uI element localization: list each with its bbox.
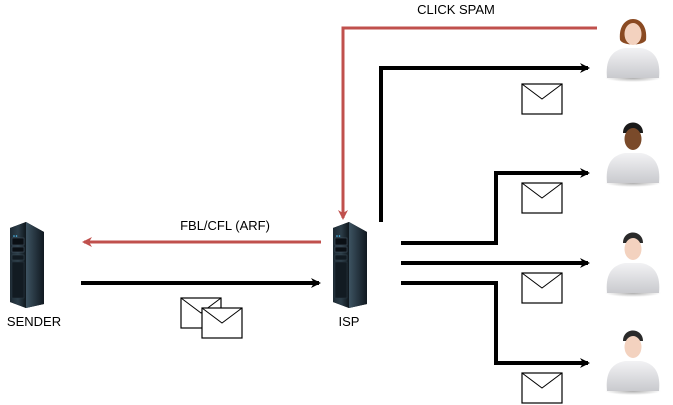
recipient-node[interactable]	[605, 330, 661, 396]
server-tower-icon	[332, 221, 368, 309]
delivery-line	[401, 281, 590, 368]
user-male-icon	[605, 330, 661, 395]
envelope-icon	[521, 372, 563, 404]
isp-to-recipient-3-edge	[401, 258, 590, 304]
envelope-icon	[521, 272, 563, 304]
fbl-edge: FBL/CFL (ARF)	[82, 218, 321, 247]
recipient-node[interactable]	[605, 232, 661, 298]
isp-to-recipient-2-edge	[401, 168, 590, 245]
recipient-node[interactable]	[605, 122, 661, 188]
user-male-icon	[605, 232, 661, 297]
envelope-icon	[521, 83, 563, 115]
click-spam-edge: CLICK SPAM	[338, 2, 597, 220]
fbl-label: FBL/CFL (ARF)	[180, 218, 270, 233]
delivery-line	[379, 63, 590, 222]
recipients	[605, 19, 661, 395]
isp-to-recipient-1-edge	[379, 63, 590, 222]
server-tower-icon	[9, 221, 45, 309]
sender-node[interactable]: SENDER	[7, 221, 61, 329]
delivery-line	[401, 168, 590, 245]
isp-to-recipient-4-edge	[401, 281, 590, 404]
sender-to-isp-edge	[81, 278, 321, 339]
envelope-icon	[521, 182, 563, 214]
isp-node[interactable]: ISP	[332, 221, 368, 329]
click-spam-line	[338, 26, 597, 220]
sender-label: SENDER	[7, 314, 61, 329]
user-female-icon	[605, 19, 661, 82]
click-spam-label: CLICK SPAM	[417, 2, 495, 17]
recipient-node[interactable]	[605, 19, 661, 82]
envelope-icon	[201, 307, 243, 339]
isp-label: ISP	[339, 314, 360, 329]
user-male-dark-icon	[605, 122, 661, 187]
